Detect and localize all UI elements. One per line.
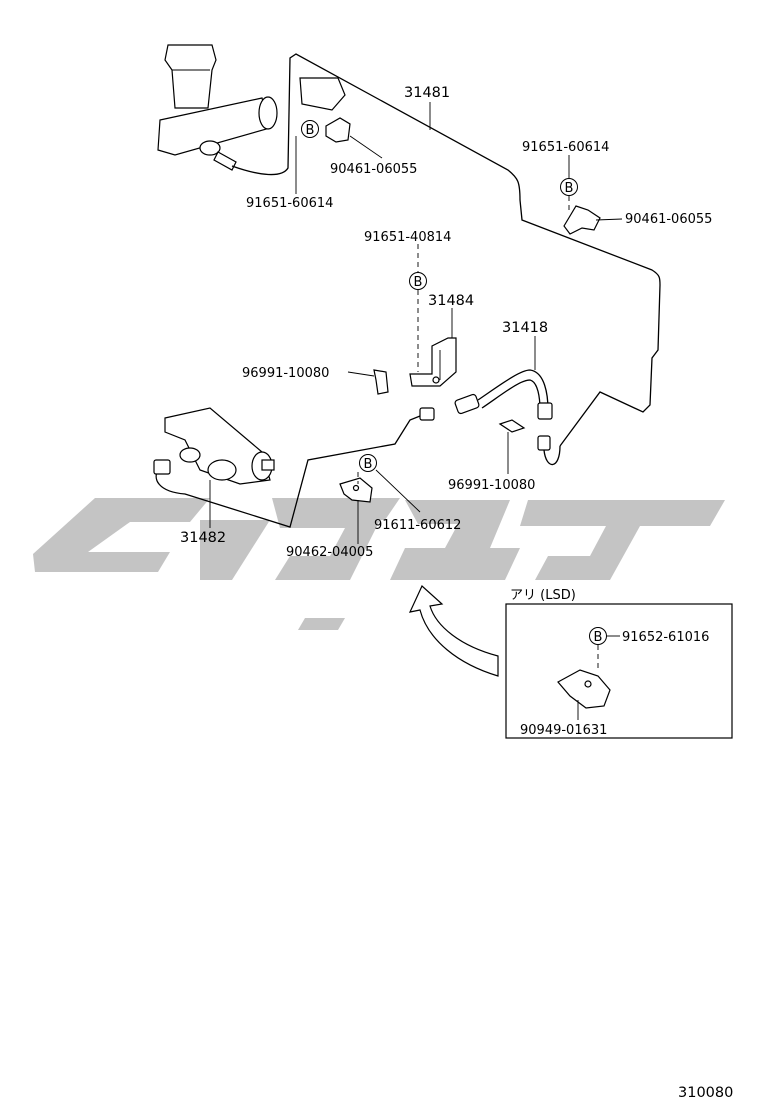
clamp-lower-shape xyxy=(339,477,373,503)
label-inset-bolt: 91652-61016 xyxy=(622,630,709,645)
label-clamp-lower: 90462-04005 xyxy=(286,545,373,560)
inset-callout-arrow xyxy=(408,585,499,677)
leader-lines xyxy=(209,102,623,544)
svg-text:B: B xyxy=(565,181,574,196)
label-clamp-lower-bolt: 91611-60612 xyxy=(374,518,461,533)
label-pipe-31482: 31482 xyxy=(180,530,226,546)
inset-title: アリ (LSD) xyxy=(510,588,576,603)
clip-left-shape xyxy=(373,369,389,395)
diagram-id: 310080 xyxy=(678,1085,733,1101)
label-bracket-bolt: 91651-40814 xyxy=(364,230,451,245)
clamp-top-shape xyxy=(325,117,351,143)
pipe-31481 xyxy=(231,53,661,447)
master-cylinder xyxy=(157,44,346,171)
pipe-31482-fitting xyxy=(419,407,435,421)
bracket-31484 xyxy=(409,290,457,387)
release-cylinder xyxy=(153,407,275,485)
label-hose-31418: 31418 xyxy=(502,320,548,336)
label-clip-right: 96991-10080 xyxy=(448,478,535,493)
clip-right-shape xyxy=(498,419,526,433)
label-clamp-master-bolt: 91651-60614 xyxy=(522,140,609,155)
flexible-hose-31418 xyxy=(454,369,561,466)
svg-text:B: B xyxy=(594,630,603,645)
label-clip-top: 90461-06055 xyxy=(330,162,417,177)
label-clip-top-bolt: 91651-60614 xyxy=(246,196,333,211)
bolt-symbol-clamp-lower: B xyxy=(359,454,377,472)
svg-text:B: B xyxy=(306,123,315,138)
bolt-symbol-clip-top: B xyxy=(301,120,319,138)
bolt-symbol-bracket: B xyxy=(409,272,427,290)
label-clip-left: 96991-10080 xyxy=(242,366,329,381)
clamp-master-shape xyxy=(563,205,601,235)
bolt-symbol-clamp-master: B xyxy=(560,178,578,196)
label-clamp-master: 90461-06055 xyxy=(625,212,712,227)
watermark-logo xyxy=(33,498,725,630)
label-bracket-31484: 31484 xyxy=(428,293,474,309)
svg-text:B: B xyxy=(364,457,373,472)
label-inset-clamp: 90949-01631 xyxy=(520,723,607,738)
svg-text:B: B xyxy=(414,275,423,290)
inset-lsd-box: アリ (LSD) B xyxy=(505,588,733,739)
label-pipe-31481: 31481 xyxy=(404,85,450,101)
